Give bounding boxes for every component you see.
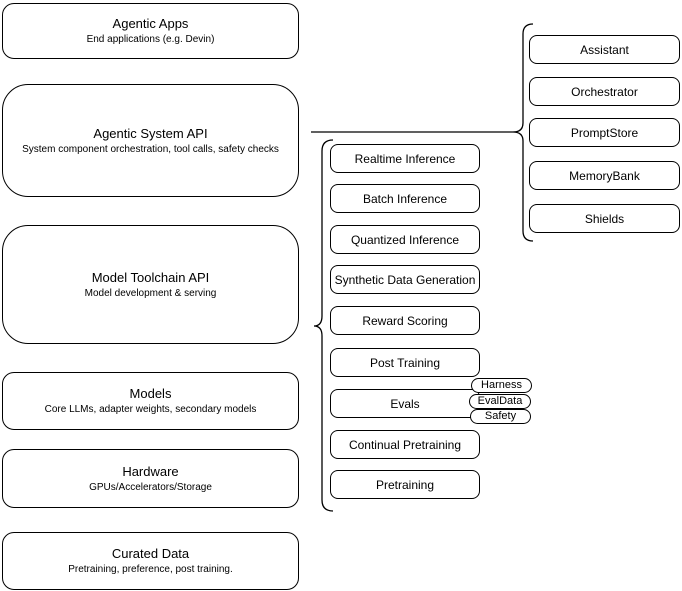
node-agentic-apps-subtitle: End applications (e.g. Devin)	[86, 34, 215, 45]
node-models-subtitle: Core LLMs, adapter weights, secondary mo…	[44, 404, 257, 415]
node-curated-data-subtitle: Pretraining, preference, post training.	[68, 564, 233, 575]
toolchain-component-evals: Evals	[330, 389, 480, 418]
evals-tag-safety: Safety	[470, 409, 531, 424]
system-component-memorybank: MemoryBank	[529, 161, 680, 190]
node-models-title: Models	[129, 386, 172, 401]
node-agentic-apps-title: Agentic Apps	[112, 16, 189, 31]
node-curated-data-title: Curated Data	[111, 546, 190, 561]
node-agentic-apps: Agentic Apps End applications (e.g. Devi…	[2, 3, 299, 59]
toolchain-component-synthetic-data-generation: Synthetic Data Generation	[330, 265, 480, 294]
toolchain-component-reward-scoring: Reward Scoring	[330, 306, 480, 335]
node-hardware-title: Hardware	[122, 463, 179, 479]
system-component-orchestrator: Orchestrator	[529, 77, 680, 106]
toolchain-component-pretraining: Pretraining	[330, 470, 480, 499]
toolchain-component-realtime-inference: Realtime Inference	[330, 144, 480, 173]
node-model-toolchain-api: Model Toolchain API Model development & …	[2, 225, 299, 344]
node-curated-data: Curated Data Pretraining, preference, po…	[2, 532, 299, 590]
toolchain-component-continual-pretraining: Continual Pretraining	[330, 430, 480, 459]
toolchain-component-quantized-inference: Quantized Inference	[330, 225, 480, 254]
node-hardware: Hardware GPUs/Accelerators/Storage	[2, 449, 299, 508]
system-component-assistant: Assistant	[529, 35, 680, 64]
toolchain-component-post-training: Post Training	[330, 348, 480, 377]
toolchain-component-batch-inference: Batch Inference	[330, 184, 480, 213]
system-component-shields: Shields	[529, 204, 680, 233]
evals-tag-harness: Harness	[471, 378, 532, 393]
node-model-toolchain-api-title: Model Toolchain API	[91, 269, 210, 285]
node-agentic-system-api-title: Agentic System API	[93, 125, 208, 141]
node-hardware-subtitle: GPUs/Accelerators/Storage	[89, 481, 212, 493]
node-model-toolchain-api-subtitle: Model development & serving	[84, 287, 217, 299]
node-agentic-system-api-subtitle: System component orchestration, tool cal…	[22, 143, 279, 155]
evals-tag-evaldata: EvalData	[469, 394, 531, 409]
node-agentic-system-api: Agentic System API System component orch…	[2, 84, 299, 197]
node-models: Models Core LLMs, adapter weights, secon…	[2, 372, 299, 430]
system-component-promptstore: PromptStore	[529, 118, 680, 147]
